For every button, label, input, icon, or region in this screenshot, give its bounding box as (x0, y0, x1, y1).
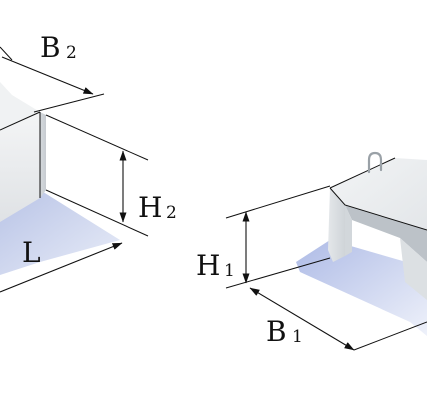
h2-extension-bottom (45, 189, 149, 237)
left-block-end-face (40, 112, 46, 198)
h1-subscript: 1 (224, 261, 235, 281)
right-block-inner-cavity (345, 205, 427, 262)
dimension-b1: B 1 (249, 287, 427, 351)
b2-subscript: 2 (66, 43, 77, 63)
dimension-h1: H 1 (196, 185, 331, 289)
left-block-shadow (0, 190, 120, 275)
right-block-leg-far (400, 238, 427, 300)
h2-extension-top (45, 114, 149, 161)
h2-label: H (138, 191, 162, 224)
b1-extension-line (353, 321, 427, 351)
left-block-front-face (0, 112, 40, 222)
h1-label: H (196, 249, 220, 282)
b2-label: B (40, 31, 61, 64)
left-block-edge (0, 111, 41, 131)
l-label: L (22, 236, 41, 269)
b2-tick-line (0, 46, 13, 61)
right-block-front-edge (329, 187, 427, 231)
dimension-b2: B 2 (0, 31, 105, 113)
left-block-top-face (0, 82, 40, 130)
b2-extension-line (33, 93, 105, 113)
b2-dimension-line (1, 56, 94, 95)
l-dimension-line (0, 242, 123, 293)
right-block-leg-front (328, 188, 345, 262)
left-channel-block (0, 82, 120, 275)
dimension-l: L (0, 236, 123, 293)
h2-subscript: 2 (166, 203, 177, 223)
right-block-inner-wall (345, 205, 352, 256)
b1-dimension-line (249, 287, 355, 351)
right-block-top-face (330, 158, 427, 230)
dimension-h2: H 2 (45, 114, 177, 237)
h1-extension-top (225, 185, 331, 219)
right-block-shadow (296, 240, 427, 336)
b1-label: B (266, 315, 287, 348)
b1-subscript: 1 (292, 327, 303, 347)
lifting-hook-icon (367, 151, 383, 174)
right-block-top-edge (329, 157, 396, 189)
right-channel-block (296, 151, 427, 336)
